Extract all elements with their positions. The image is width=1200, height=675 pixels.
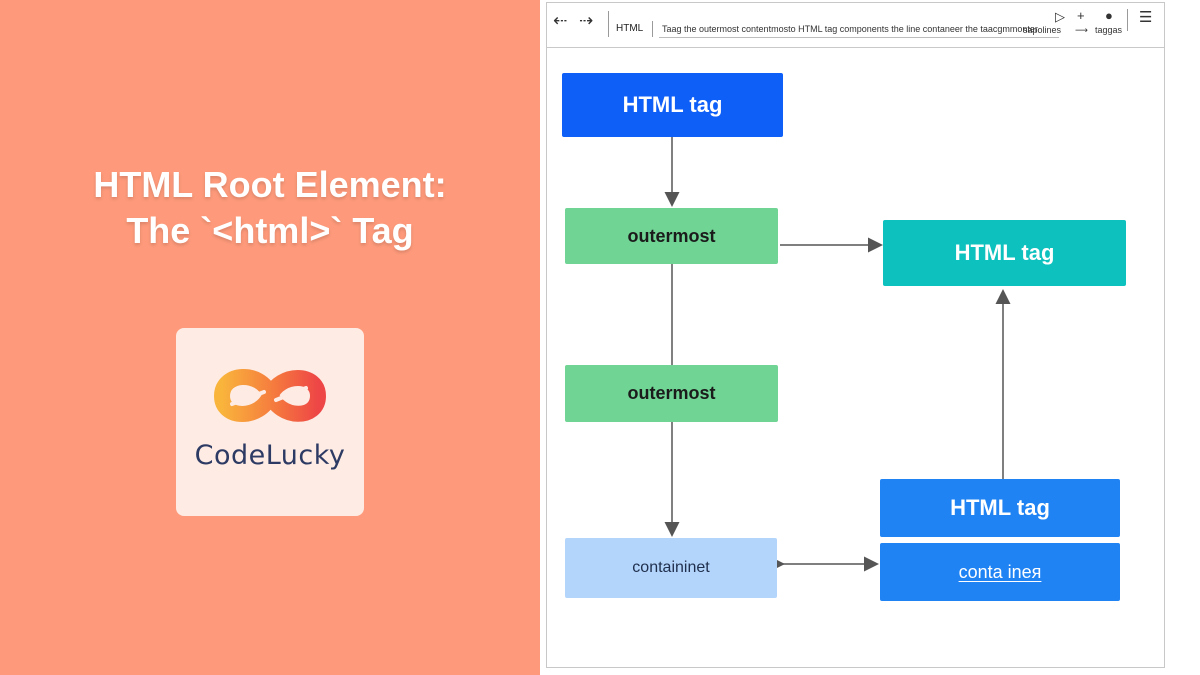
tab-divider [652, 21, 653, 37]
arrow-icon: ⟶ [1075, 25, 1088, 35]
node-label: HTML tag [622, 92, 723, 117]
hero-title-line1: HTML Root Element: [93, 164, 447, 205]
globe-icon[interactable]: ● [1105, 8, 1113, 23]
toolbar-divider [608, 11, 609, 37]
share-icon[interactable]: ▷ [1055, 9, 1065, 24]
back-arrow-icon[interactable]: ⇠ [553, 11, 568, 30]
node-label: containinet [632, 559, 710, 576]
logo-card: CodeLucky [176, 328, 364, 516]
browser-toolbar: ⇠ ⇢ HTML Taag the outermost contentmosto… [547, 3, 1164, 48]
address-bar-text[interactable]: Taag the outermost contentmosto HTML tag… [662, 24, 1038, 34]
left-hero-panel: HTML Root Element: The `<html>` Tag Code… [0, 0, 540, 675]
infinity-logo-icon [213, 369, 327, 422]
address-bar-underline [659, 37, 1059, 38]
node-label: outermost [627, 225, 716, 246]
forward-arrow-icon[interactable]: ⇢ [579, 11, 594, 30]
logo-brand-text: CodeLucky [194, 440, 346, 471]
plus-icon[interactable]: + [1077, 8, 1085, 23]
node-label: conta ineᴙ [958, 561, 1042, 582]
toolbar-divider-right [1127, 9, 1128, 31]
node-container-right: conta ineᴙ [880, 543, 1120, 601]
node-label: HTML tag [954, 240, 1055, 265]
node-html-tag-right-top: HTML tag [883, 220, 1126, 286]
node-container-left: containinet [565, 538, 777, 598]
toolbar-text-2: taggas [1095, 25, 1123, 35]
toolbar-text-1: sapolines [1023, 25, 1062, 35]
node-html-tag-right-bottom: HTML tag [880, 479, 1120, 537]
hero-title: HTML Root Element: The `<html>` Tag [20, 162, 520, 254]
hero-title-line2: The `<html>` Tag [126, 210, 414, 251]
menu-icon[interactable]: ☰ [1139, 9, 1153, 26]
node-outermost-2: outermost [565, 365, 778, 422]
node-label: outermost [627, 383, 716, 403]
node-html-tag-top: HTML tag [562, 73, 783, 137]
tab-html[interactable]: HTML [616, 23, 644, 34]
node-outermost-1: outermost [565, 208, 778, 264]
node-label: HTML tag [950, 495, 1050, 520]
